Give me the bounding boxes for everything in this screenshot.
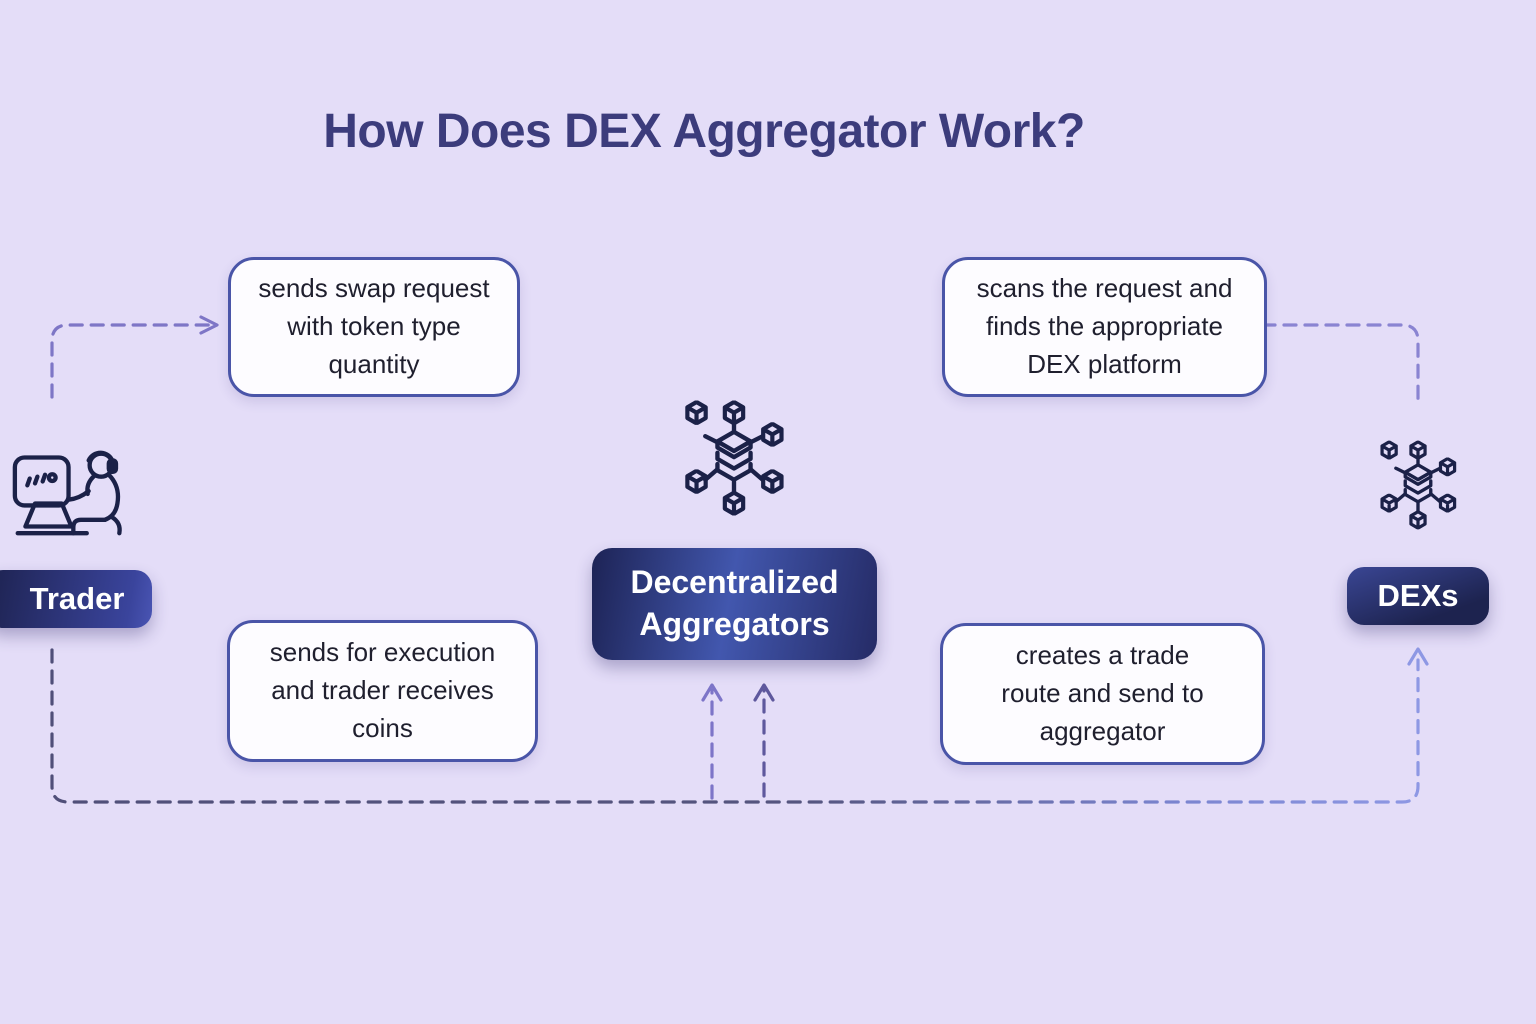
page-title: How Does DEX Aggregator Work?: [323, 105, 1085, 158]
blockchain-network-icon: [1371, 437, 1465, 533]
step-box-swap-request: sends swap request with token type quant…: [228, 257, 520, 397]
decentralized-aggregators-node-label: Decentralized Aggregators: [592, 548, 877, 660]
step-box-execution: sends for execution and trader receives …: [227, 620, 538, 762]
blockchain-network-icon: [673, 395, 795, 521]
trader-node-label: Trader: [0, 570, 152, 628]
dexs-label: DEXs: [1377, 578, 1459, 613]
aggregator-label: Decentralized Aggregators: [630, 564, 839, 642]
step-text: sends for execution and trader receives …: [269, 637, 496, 743]
step-text: creates a trade route and send to aggreg…: [1001, 640, 1204, 746]
step-box-trade-route: creates a trade route and send to aggreg…: [940, 623, 1265, 765]
step-text: sends swap request with token type quant…: [258, 273, 490, 379]
trader-at-computer-icon: [12, 450, 122, 536]
trader-label: Trader: [29, 581, 125, 616]
dexs-node-label: DEXs: [1347, 567, 1489, 625]
step-box-scan-request: scans the request and finds the appropri…: [942, 257, 1267, 397]
step-text: scans the request and finds the appropri…: [976, 273, 1233, 379]
